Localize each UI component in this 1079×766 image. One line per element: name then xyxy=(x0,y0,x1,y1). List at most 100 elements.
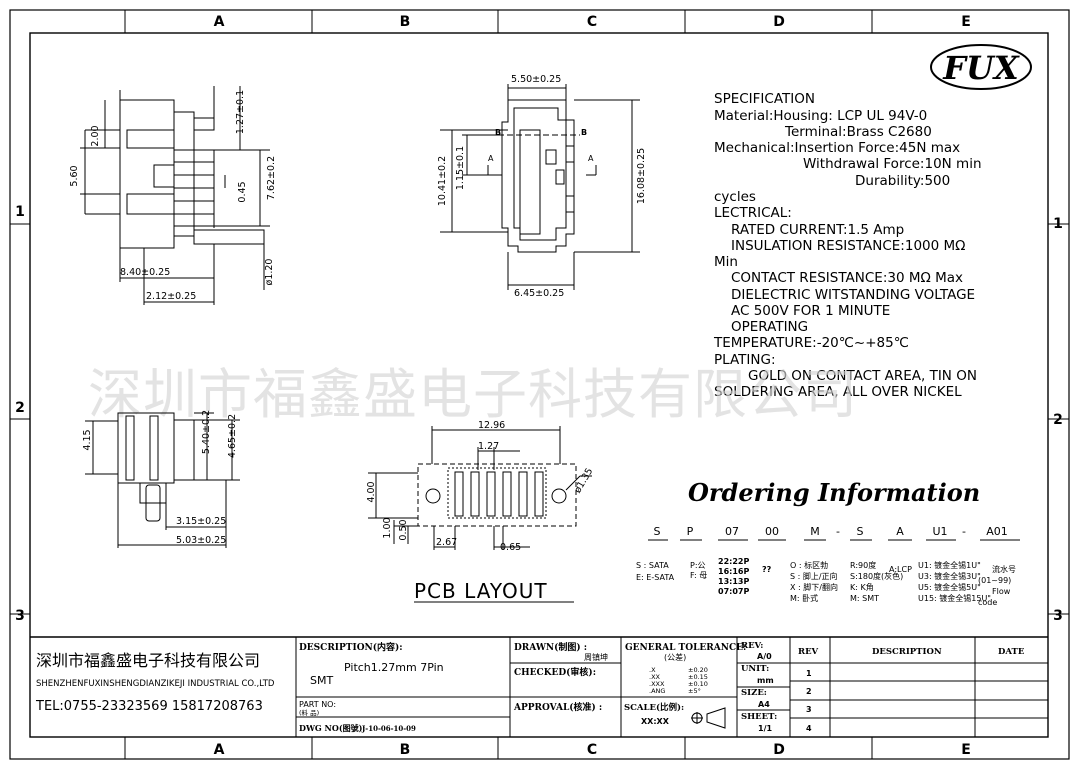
dim-label: 5.60 xyxy=(69,165,80,186)
spec-line: OPERATING xyxy=(731,319,808,335)
title-block xyxy=(30,636,1048,737)
dim-label: 5.40±0.2 xyxy=(201,410,212,454)
row-label-left: 3 xyxy=(15,608,25,624)
checked-label: CHECKED(审核): xyxy=(514,666,596,678)
spec-line: PLATING: xyxy=(714,352,776,368)
spec-line: CONTACT RESISTANCE:30 MΩ Max xyxy=(731,270,963,286)
section-label: A xyxy=(488,154,494,163)
col-label-top: D xyxy=(773,14,785,30)
dim-label: 1.27±0.1 xyxy=(235,90,246,134)
pcb-layout-view xyxy=(368,426,592,550)
order-code: 07 xyxy=(725,525,739,538)
description-line: Pitch1.27mm 7Pin xyxy=(344,661,444,674)
spec-line: INSULATION RESISTANCE:1000 MΩ xyxy=(731,238,965,254)
drawn-label: DRAWN(制图) : xyxy=(514,641,587,653)
order-code: S xyxy=(654,525,661,538)
dim-label: 2.67 xyxy=(436,537,457,548)
dim-label: 12.96 xyxy=(478,420,505,431)
order-note: 13:13P xyxy=(718,577,749,586)
order-note: U1: 镀金全锡1U" xyxy=(918,560,981,570)
spec-line: LECTRICAL: xyxy=(714,205,792,221)
dim-label: 4.65±0.2 xyxy=(227,414,238,458)
part-no-label: PART NO: xyxy=(299,700,336,709)
section-label: B xyxy=(581,128,587,137)
tolerance-key: .XXX xyxy=(649,680,665,688)
dim-label: 4.15 xyxy=(82,429,93,450)
dwg-no-label: DWG NO(图號): xyxy=(299,723,365,733)
spec-line: Terminal:Brass C2680 xyxy=(784,124,932,140)
order-note: S : SATA xyxy=(636,561,669,570)
col-label-top: E xyxy=(961,14,971,30)
tolerance-key: .ANG xyxy=(649,687,665,695)
order-note: O : 标区勃 xyxy=(790,560,828,570)
ordering-notes: S : SATA E: E-SATA P:公 F: 母 22:22P 16:16… xyxy=(636,557,1016,607)
order-note: R:90度 xyxy=(850,560,876,570)
unit-value: mm xyxy=(757,676,774,685)
front-view xyxy=(440,84,640,290)
order-code: M xyxy=(810,525,820,538)
date-column-header: DATE xyxy=(998,647,1025,657)
row-label-left: 1 xyxy=(15,204,25,220)
dim-label: 3.15±0.25 xyxy=(176,516,226,527)
dim-label: ø1.20 xyxy=(264,259,275,286)
rev-row-number: 3 xyxy=(806,705,812,714)
scale-value: XX:XX xyxy=(641,717,670,726)
order-note: ?? xyxy=(762,565,772,574)
scale-label: SCALE(比例): xyxy=(624,702,684,713)
description-column-header: DESCRIPTION xyxy=(872,647,942,657)
dwg-no-value: J-10-06-10-09 xyxy=(361,724,416,733)
spec-line: Durability:500 xyxy=(855,173,950,189)
row-label-right: 2 xyxy=(1053,412,1063,428)
order-code: P xyxy=(687,525,694,538)
company-name-en: SHENZHENFUXINSHENGDIANZIKEJI INDUSTRIAL … xyxy=(36,679,275,689)
watermark-text: 深圳市福鑫盛电子科技有限公司 xyxy=(88,363,858,426)
tolerance-sub: (公差) xyxy=(664,652,686,662)
order-note: U15: 镀金全锡15U" xyxy=(918,593,991,603)
ordering-title: Ordering Information xyxy=(688,478,980,507)
order-note: (01~99) xyxy=(978,576,1011,585)
rev-row-number: 4 xyxy=(806,724,812,733)
dim-label: 0.45 xyxy=(237,181,248,202)
spec-line: SPECIFICATION xyxy=(714,91,815,107)
spec-line: AC 500V FOR 1 MINUTE xyxy=(731,303,890,319)
dim-label: 2.00 xyxy=(90,125,101,146)
tolerance-val: ±5° xyxy=(688,687,701,695)
pcb-layout-dims: 12.96 1.27 4.00 ø1.35 1.00 0.50 2.67 0.6… xyxy=(366,420,595,553)
row-label-right: 3 xyxy=(1053,608,1063,624)
dim-label: 0.65 xyxy=(500,542,521,553)
dim-label: 2.12±0.25 xyxy=(146,291,196,302)
spec-line: Mechanical:Insertion Force:45N max xyxy=(714,140,960,156)
dim-label: 10.41±0.2 xyxy=(437,156,448,206)
sheet-label: SHEET: xyxy=(741,712,777,722)
sheet-value: 1/1 xyxy=(758,724,772,733)
drawn-value: 周镇坤 xyxy=(584,652,608,662)
order-code: A01 xyxy=(986,525,1008,538)
size-label: SIZE: xyxy=(741,688,767,698)
company-name-cn: 深圳市福鑫盛电子科技有限公司 xyxy=(36,651,260,670)
section-label: B xyxy=(495,128,501,137)
order-code: - xyxy=(836,525,840,538)
description-label: DESCRIPTION(内容): xyxy=(299,641,403,653)
order-note: M: 卧式 xyxy=(790,593,818,603)
order-code: U1 xyxy=(932,525,947,538)
dim-label: 8.40±0.25 xyxy=(120,267,170,278)
order-note: U3: 镀金全锡3U" xyxy=(918,571,981,581)
dim-label: 1.27 xyxy=(478,441,499,452)
spec-line: Min xyxy=(714,254,738,270)
logo-text: FUX xyxy=(942,49,1020,87)
order-note: K: K角 xyxy=(850,582,874,592)
tolerance-val: ±0.20 xyxy=(688,666,708,674)
dim-label: 5.50±0.25 xyxy=(511,74,561,85)
spec-line: RATED CURRENT:1.5 Amp xyxy=(731,222,904,238)
dim-label: 1.15±0.1 xyxy=(455,146,466,190)
spec-line: SOLDERING AREA, ALL OVER NICKEL xyxy=(714,384,962,400)
spec-line: GOLD ON CONTACT AREA, TIN ON xyxy=(748,368,977,384)
tolerance-label: GENERAL TOLERANCE: xyxy=(625,643,746,653)
rev-value: A/0 xyxy=(757,652,772,661)
dim-label: 0.50 xyxy=(398,519,409,540)
row-label-left: 2 xyxy=(15,400,25,416)
approval-label: APPROVAL(核准) : xyxy=(513,701,602,713)
spec-line: cycles xyxy=(714,189,756,205)
order-note: 16:16P xyxy=(718,567,749,576)
dim-label: 16.08±0.25 xyxy=(636,148,647,204)
